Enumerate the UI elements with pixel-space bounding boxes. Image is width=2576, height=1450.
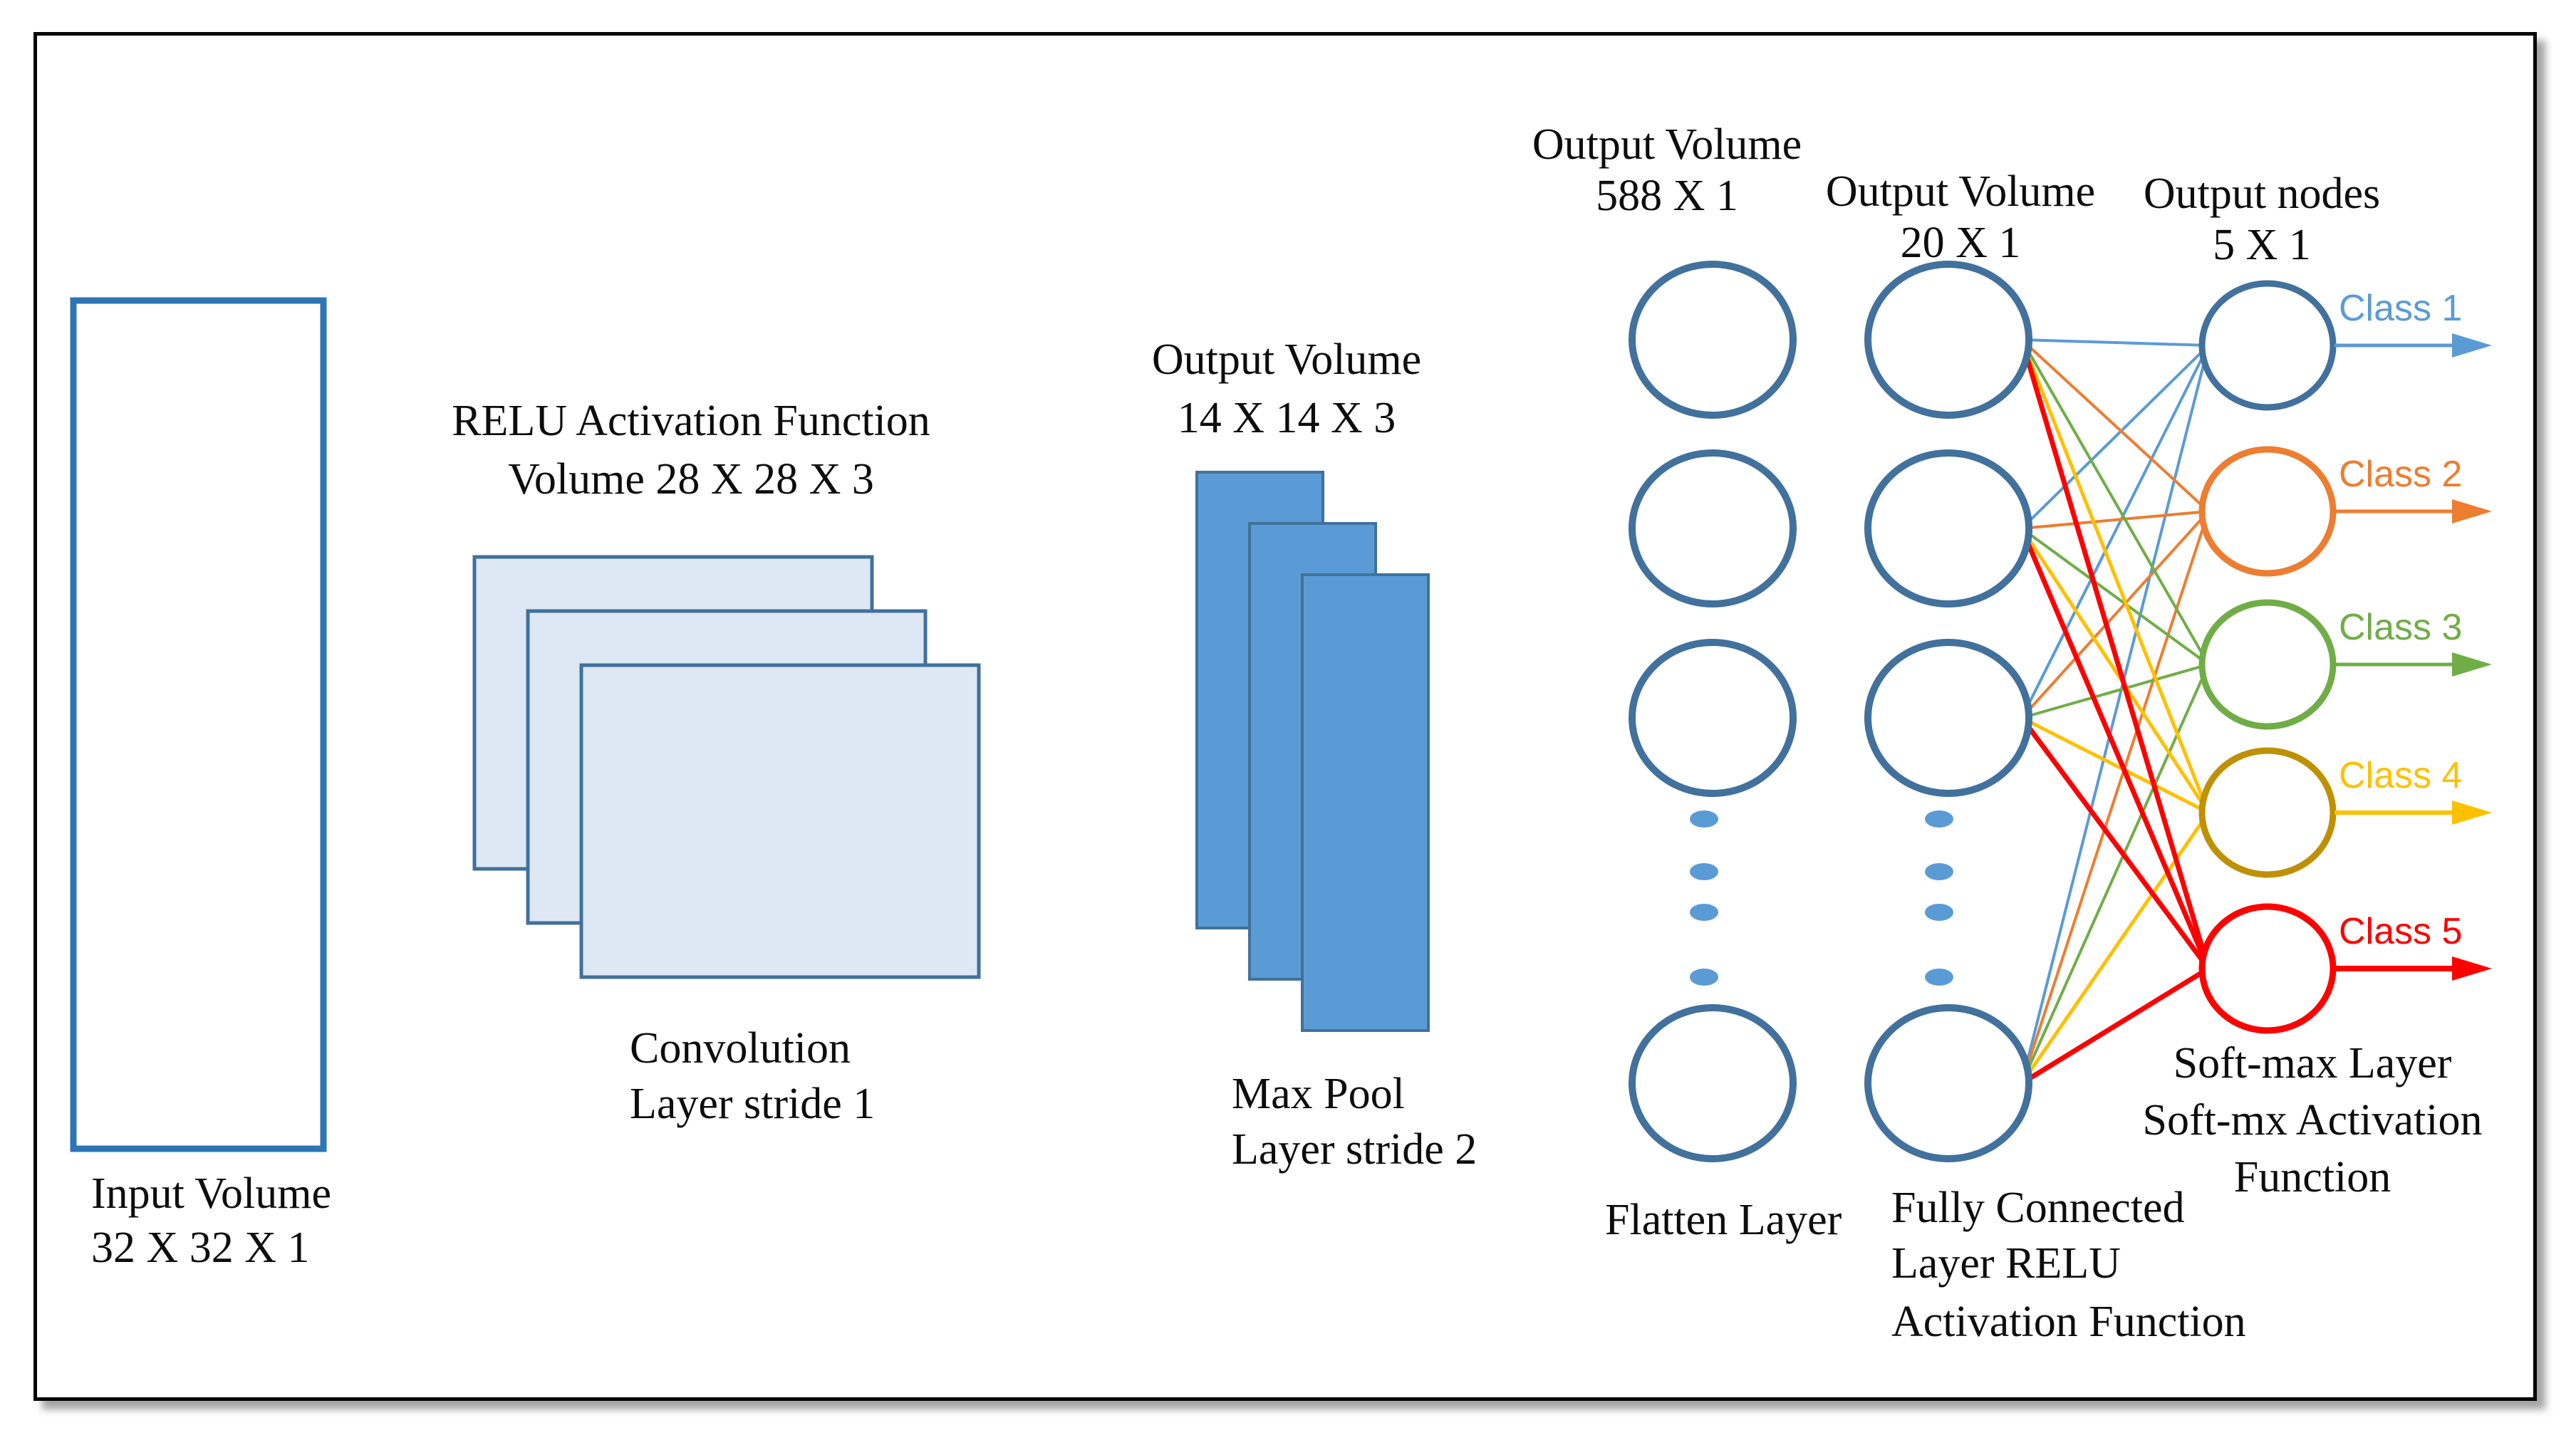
softmax-caption-line1: Soft-max Layer xyxy=(2173,1039,2452,1088)
connection-line-class3 xyxy=(2020,663,2210,719)
conv-header-line1: RELU Activation Function xyxy=(452,397,930,445)
connection-line-class1 xyxy=(2020,344,2210,1085)
output-node-class3 xyxy=(2198,599,2337,730)
flatten-ellipsis-dot xyxy=(1690,904,1718,921)
flatten-node xyxy=(1629,449,1797,607)
input-caption-line1: Input Volume xyxy=(91,1169,332,1218)
fc-caption-line3: Activation Function xyxy=(1891,1298,2246,1346)
connection-line-class4 xyxy=(2020,338,2211,815)
class-label-5: Class 5 xyxy=(2339,911,2463,952)
class-arrow-head xyxy=(2452,333,2492,358)
fc-node xyxy=(1864,449,2032,607)
softmax-caption-line3: Function xyxy=(2233,1153,2391,1201)
conv-header-line2: Volume 28 X 28 X 3 xyxy=(508,455,874,504)
connection-line-class3 xyxy=(2020,527,2210,666)
conv-caption-line1: Convolution xyxy=(630,1024,851,1073)
output-node-class1 xyxy=(2198,280,2337,411)
class-label-1: Class 1 xyxy=(2339,288,2463,329)
input-caption-line2: 32 X 32 X 1 xyxy=(91,1224,310,1272)
connection-line-class2 xyxy=(2020,510,2210,1085)
flatten-caption: Flatten Layer xyxy=(1605,1196,1842,1244)
pool-header-line2: 14 X 14 X 3 xyxy=(1177,394,1396,442)
connection-line-class5 xyxy=(2019,337,2211,971)
output-node-class2 xyxy=(2198,446,2337,577)
output-node-class4 xyxy=(2198,747,2337,878)
flatten-ellipsis-dot xyxy=(1690,863,1718,880)
class-arrow-head xyxy=(2452,499,2492,523)
pool-feature-map xyxy=(1301,573,1430,1032)
fc-node xyxy=(1864,639,2032,797)
fc-ellipsis-dot xyxy=(1925,863,1953,880)
flatten-header-line2: 588 X 1 xyxy=(1596,172,1738,220)
class-arrow-head xyxy=(2452,956,2492,981)
connection-line-class1 xyxy=(2020,344,2210,719)
fc-ellipsis-dot xyxy=(1925,969,1953,986)
pool-header-line1: Output Volume xyxy=(1151,335,1422,384)
fc-node xyxy=(1864,261,2032,419)
input-volume-rect xyxy=(70,297,327,1152)
fc-node xyxy=(1864,1004,2032,1162)
connection-line-class1 xyxy=(2020,338,2210,347)
connection-line-class2 xyxy=(2020,338,2210,513)
fc-caption-line2: Layer RELU xyxy=(1891,1239,2121,1288)
fc-header-line1: Output Volume xyxy=(1825,167,2096,216)
class-arrow-head xyxy=(2452,652,2492,677)
fc-ellipsis-dot xyxy=(1925,810,1953,828)
flatten-header-line1: Output Volume xyxy=(1532,120,1802,169)
connection-line-class4 xyxy=(2020,526,2211,815)
class-label-3: Class 3 xyxy=(2339,607,2463,648)
softmax-caption-line2: Soft-mx Activation xyxy=(2142,1096,2483,1144)
fc-header-line2: 20 X 1 xyxy=(1900,219,2021,267)
flatten-ellipsis-dot xyxy=(1690,810,1718,828)
fc-ellipsis-dot xyxy=(1925,904,1953,921)
connection-line-class1 xyxy=(2020,344,2210,530)
conv-feature-map xyxy=(579,663,981,979)
flatten-node xyxy=(1629,639,1797,797)
conv-caption-line2: Layer stride 1 xyxy=(630,1080,876,1128)
connection-line-class3 xyxy=(2020,338,2210,666)
connection-line-class5 xyxy=(2019,966,2211,1086)
flatten-node xyxy=(1629,1004,1797,1162)
class-label-2: Class 2 xyxy=(2339,454,2463,495)
output-node-class5 xyxy=(2198,903,2337,1034)
flatten-ellipsis-dot xyxy=(1690,969,1718,986)
connection-line-class2 xyxy=(2020,510,2210,719)
connection-line-class5 xyxy=(2019,715,2211,971)
class-arrow-head xyxy=(2452,800,2492,825)
output-header-line2: 5 X 1 xyxy=(2213,221,2311,269)
connection-line-class2 xyxy=(2020,510,2210,530)
connection-line-class5 xyxy=(2019,526,2211,971)
fc-caption-line1: Fully Connected xyxy=(1891,1184,2185,1232)
flatten-node xyxy=(1629,261,1797,419)
connection-line-class4 xyxy=(2020,716,2211,815)
pool-caption-line1: Max Pool xyxy=(1232,1070,1405,1118)
output-header-line1: Output nodes xyxy=(2143,169,2381,218)
class-label-4: Class 4 xyxy=(2339,755,2463,796)
pool-caption-line2: Layer stride 2 xyxy=(1232,1125,1477,1174)
